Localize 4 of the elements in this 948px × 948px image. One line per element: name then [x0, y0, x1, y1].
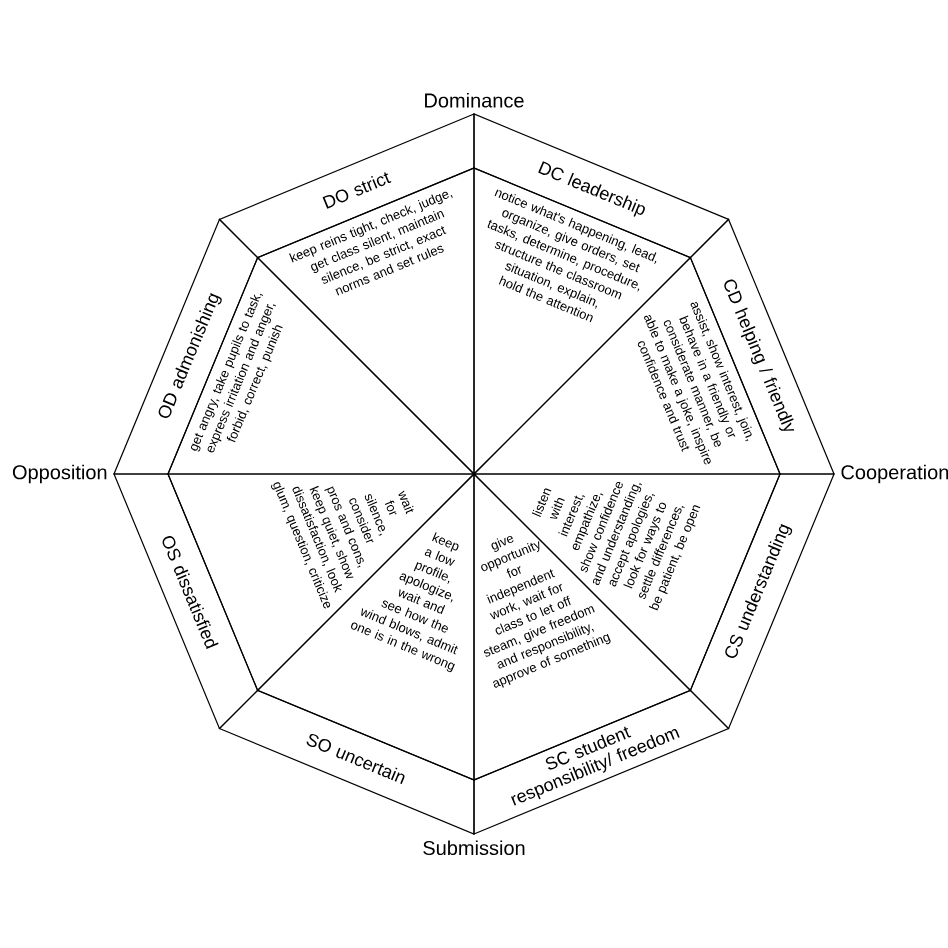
- axis-label: Dominance: [425, 92, 524, 108]
- axis-label: Cooperation: [841, 464, 948, 484]
- axis-label: Opposition: [12, 464, 107, 484]
- axis-label: Submission: [423, 840, 525, 856]
